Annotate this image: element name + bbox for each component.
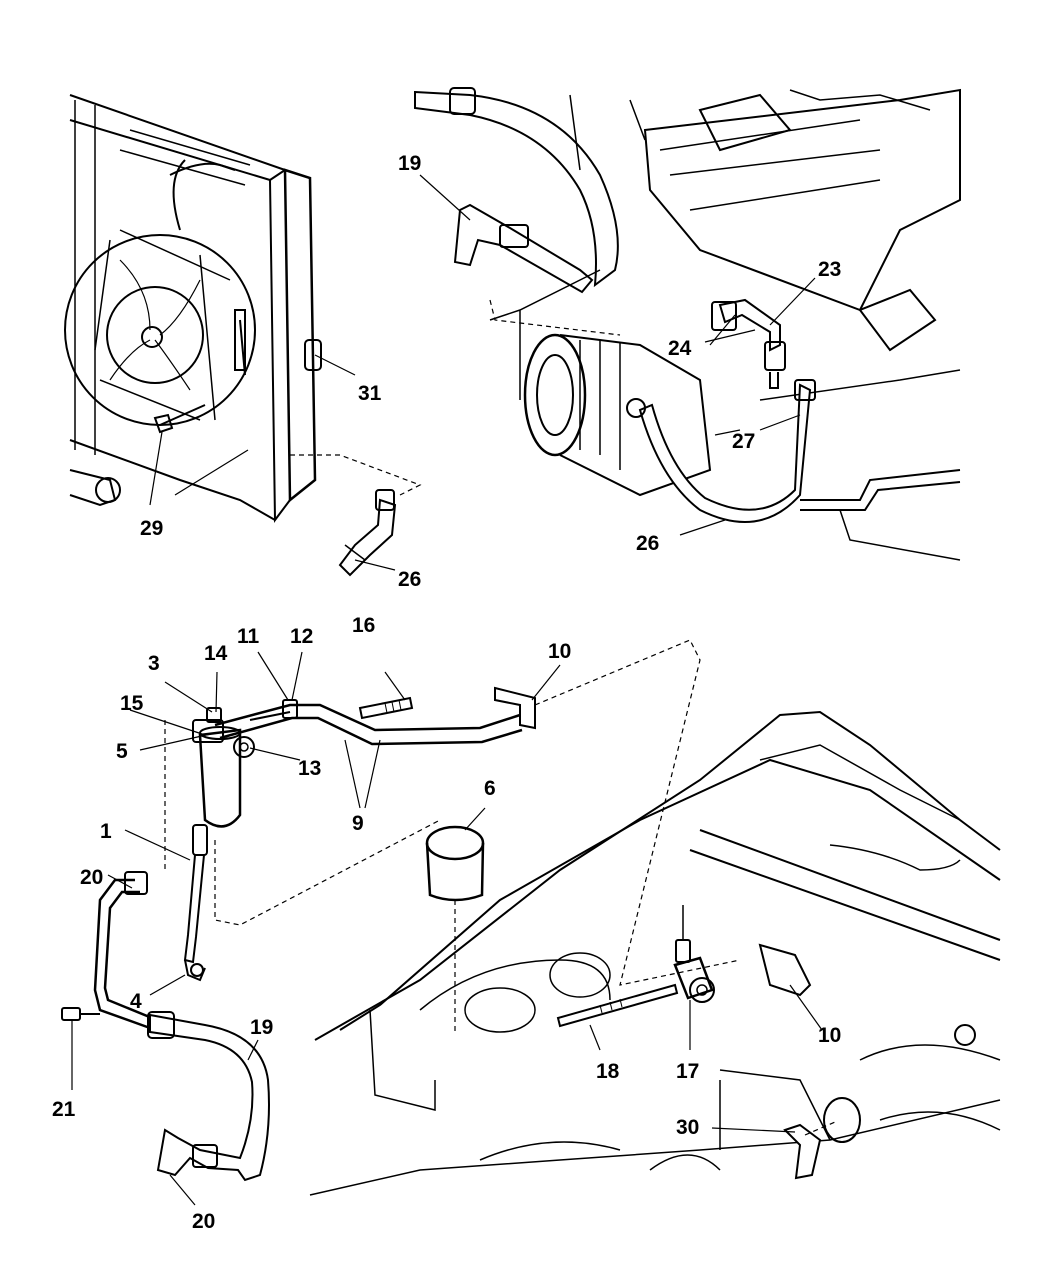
callout-9: 9 (352, 812, 364, 835)
callout-19-bottom: 19 (250, 1016, 273, 1039)
callout-4: 4 (130, 990, 142, 1013)
lines-assembly-view (61, 639, 741, 1206)
callout-17: 17 (676, 1060, 699, 1083)
callout-29: 29 (140, 517, 163, 540)
radiator-fan-view (64, 94, 422, 577)
callout-1: 1 (100, 820, 112, 843)
callout-12: 12 (290, 625, 313, 648)
body-cowl-view (309, 710, 1001, 1196)
callout-10-top: 10 (548, 640, 571, 663)
callout-13: 13 (298, 757, 321, 780)
callout-23: 23 (818, 258, 841, 281)
callout-numbers: 31 29 26 19 23 24 27 26 16 10 11 12 14 3… (52, 152, 841, 1233)
callout-5: 5 (116, 740, 128, 763)
callout-11: 11 (237, 625, 260, 648)
callout-3: 3 (148, 652, 160, 675)
callout-15: 15 (120, 692, 144, 715)
callout-26-top-right: 26 (636, 532, 659, 555)
callout-18: 18 (596, 1060, 620, 1083)
callout-26-top-left: 26 (398, 568, 421, 591)
callout-14: 14 (204, 642, 228, 665)
callout-20-left: 20 (80, 866, 103, 889)
callout-21: 21 (52, 1098, 76, 1121)
callout-6: 6 (484, 777, 496, 800)
callout-30: 30 (676, 1116, 699, 1139)
callout-27: 27 (732, 430, 755, 453)
callout-16: 16 (352, 614, 375, 637)
callout-19-top: 19 (398, 152, 421, 175)
callout-20-bottom: 20 (192, 1210, 215, 1233)
callout-24: 24 (668, 337, 692, 360)
callout-31: 31 (358, 382, 382, 405)
compressor-view (414, 87, 961, 561)
callout-10-bottom: 10 (818, 1024, 841, 1047)
